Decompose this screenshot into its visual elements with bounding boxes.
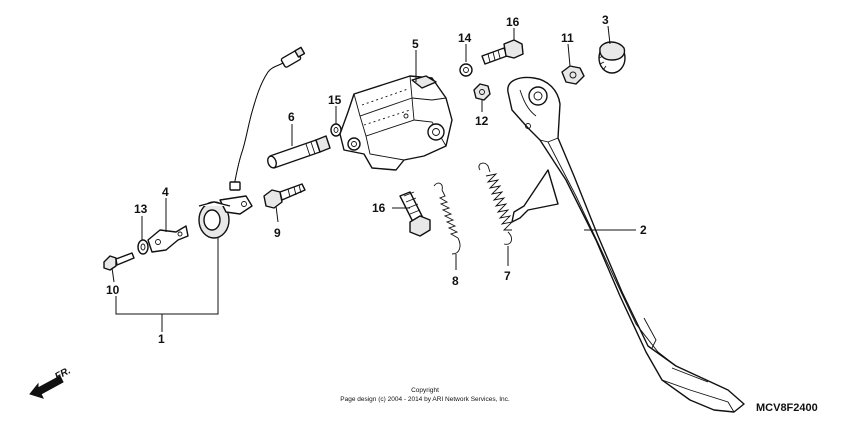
side-stand-switch[interactable]	[198, 46, 306, 239]
callout-16-upper: 16	[506, 15, 520, 29]
side-stand[interactable]	[507, 76, 745, 413]
callout-8: 8	[452, 274, 459, 288]
callout-5: 5	[412, 37, 419, 51]
bolt-16-upper[interactable]	[481, 39, 524, 65]
front-label: FR.	[53, 365, 72, 382]
callout-15: 15	[328, 93, 342, 107]
switch-plate[interactable]	[147, 225, 189, 253]
bolt-10[interactable]	[103, 252, 135, 271]
nut-12[interactable]	[473, 83, 491, 101]
washer-14[interactable]	[459, 63, 473, 77]
copyright-notice: Page design (c) 2004 - 2014 by ARI Netwo…	[340, 396, 510, 403]
spring-7[interactable]	[478, 162, 514, 245]
callout-13: 13	[134, 202, 148, 216]
callout-16-lower: 16	[372, 201, 386, 215]
callout-7: 7	[504, 269, 511, 283]
callout-numbers: 1 2 3 4 5 6 7 8 9 10 11 12 13 14 15 16 1…	[106, 13, 647, 346]
callout-11: 11	[561, 31, 574, 45]
callout-2: 2	[640, 223, 647, 237]
diagram-code: MCV8F2400	[756, 402, 818, 414]
nut-11[interactable]	[561, 65, 585, 85]
washer-13[interactable]	[137, 239, 149, 255]
callout-12: 12	[475, 114, 489, 128]
copyright-title: Copyright	[411, 387, 439, 394]
pivot-bolt-6[interactable]	[266, 135, 331, 169]
arrow-left-icon	[29, 375, 64, 399]
callout-1: 1	[158, 332, 165, 346]
bolt-9[interactable]	[263, 183, 306, 209]
spring-8[interactable]	[433, 182, 461, 255]
cap-3[interactable]	[598, 41, 626, 74]
callout-9: 9	[274, 226, 281, 240]
stand-bracket[interactable]	[339, 75, 453, 171]
callout-6: 6	[288, 110, 295, 124]
callout-10: 10	[106, 283, 120, 297]
callout-3: 3	[602, 13, 609, 27]
bolt-16-lower[interactable]	[399, 191, 431, 237]
leader-lines	[111, 25, 636, 332]
front-direction-arrow: FR.	[29, 365, 73, 399]
callout-14: 14	[458, 31, 472, 45]
callout-4: 4	[162, 185, 169, 199]
